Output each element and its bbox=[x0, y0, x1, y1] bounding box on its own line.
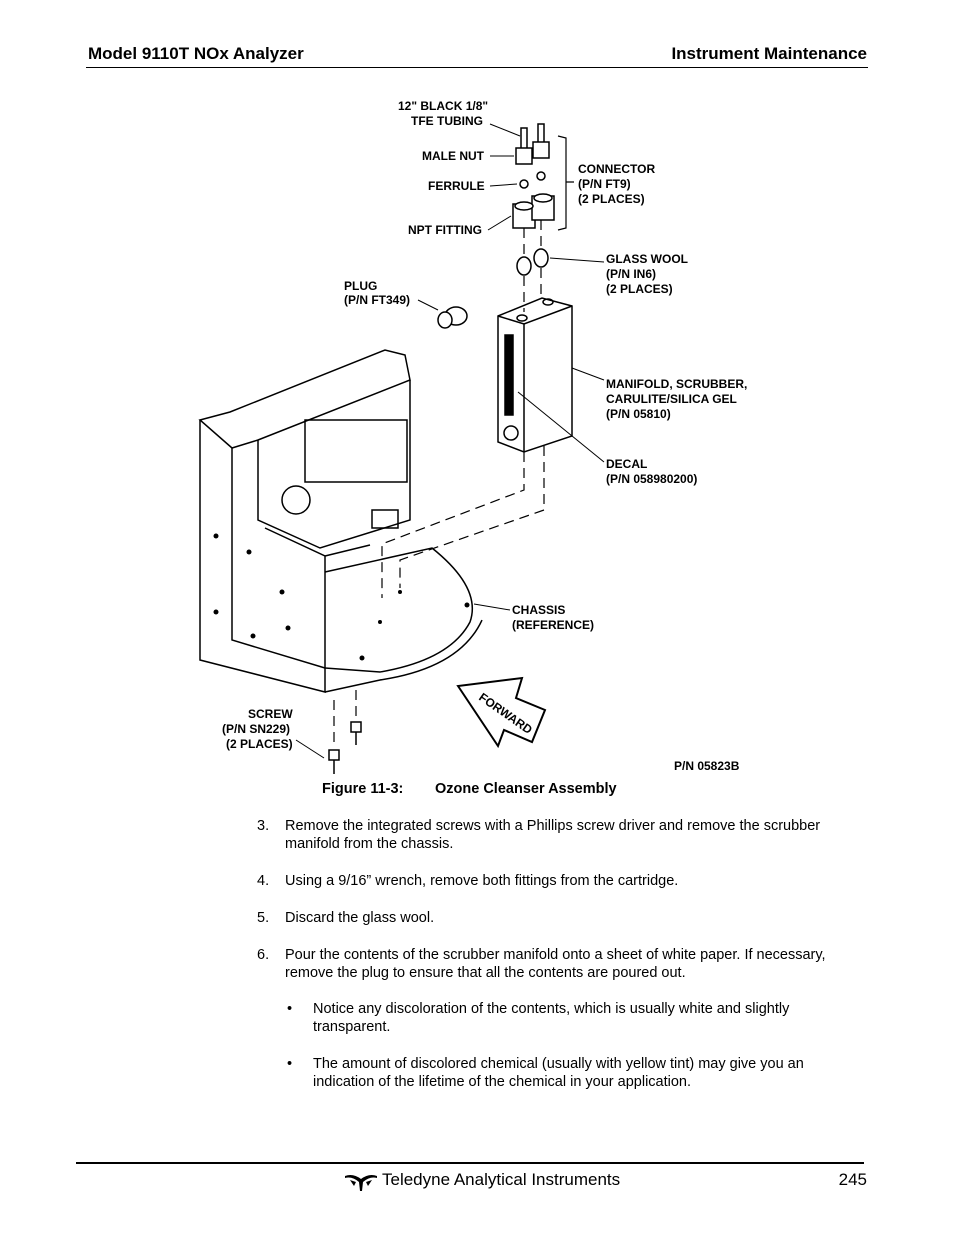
bullet-item: • Notice any discoloration of the conten… bbox=[285, 1000, 865, 1036]
assembly-dashed-lines bbox=[333, 220, 545, 748]
step-text: Using a 9/16” wrench, remove both fittin… bbox=[285, 873, 679, 889]
label-glass-wool-2: (P/N IN6) bbox=[606, 267, 656, 281]
figure-caption-title: Ozone Cleanser Assembly bbox=[435, 781, 617, 797]
bullet-list: • Notice any discoloration of the conten… bbox=[285, 1000, 865, 1110]
label-chassis-1: CHASSIS bbox=[512, 603, 565, 617]
glass-wool-drawing bbox=[516, 248, 549, 276]
label-tubing-2: TFE TUBING bbox=[411, 114, 483, 128]
connector-drawing bbox=[512, 123, 555, 229]
plug-drawing bbox=[437, 306, 468, 329]
figure-caption: Figure 11-3: Ozone Cleanser Assembly bbox=[322, 781, 617, 797]
label-male-nut: MALE NUT bbox=[422, 149, 485, 163]
label-screw-2: (P/N SN229) bbox=[222, 722, 290, 736]
screw-drawing bbox=[328, 721, 362, 774]
label-manifold-3: (P/N 05810) bbox=[606, 407, 671, 421]
procedure-steps: 3. Remove the integrated screws with a P… bbox=[257, 817, 867, 1001]
forward-arrow-icon: FORWARD bbox=[456, 676, 547, 749]
footer-brand: Teledyne Analytical Instruments bbox=[382, 1170, 621, 1189]
header-section-title: Instrument Maintenance bbox=[671, 44, 867, 63]
bullet-dot-icon: • bbox=[287, 1001, 293, 1017]
ozone-cleanser-diagram: FORWARD 12" BLACK 1/8" TFE TUBING MALE N… bbox=[198, 99, 747, 774]
bullet-item: • The amount of discolored chemical (usu… bbox=[285, 1055, 865, 1091]
step-item: 3. Remove the integrated screws with a P… bbox=[257, 817, 867, 853]
label-decal-2: (P/N 058980200) bbox=[606, 472, 697, 486]
step-number: 6. bbox=[257, 947, 270, 963]
label-screw-1: SCREW bbox=[248, 707, 293, 721]
step-text: Discard the glass wool. bbox=[285, 910, 435, 926]
bullet-text: The amount of discolored chemical (usual… bbox=[313, 1056, 804, 1090]
step-item: 4. Using a 9/16” wrench, remove both fit… bbox=[257, 872, 867, 890]
step-number: 5. bbox=[257, 910, 270, 926]
header-rule bbox=[86, 67, 868, 68]
step-number: 4. bbox=[257, 873, 270, 889]
label-ferrule: FERRULE bbox=[428, 179, 485, 193]
step-number: 3. bbox=[257, 818, 270, 834]
step-item: 6. Pour the contents of the scrubber man… bbox=[257, 946, 867, 982]
header-model-title: Model 9110T NOx Analyzer bbox=[88, 44, 304, 63]
page-number: 245 bbox=[838, 1170, 867, 1189]
label-chassis-2: (REFERENCE) bbox=[512, 618, 594, 632]
label-manifold-2: CARULITE/SILICA GEL bbox=[606, 392, 737, 406]
label-glass-wool-3: (2 PLACES) bbox=[606, 282, 673, 296]
connector-bracket bbox=[557, 135, 574, 231]
step-text: Pour the contents of the scrubber manifo… bbox=[285, 947, 826, 981]
footer-rule bbox=[76, 1162, 864, 1164]
label-plug-2: (P/N FT349) bbox=[344, 293, 410, 307]
label-decal-1: DECAL bbox=[606, 457, 647, 471]
label-plug-1: PLUG bbox=[344, 279, 377, 293]
bullet-dot-icon: • bbox=[287, 1056, 293, 1072]
teledyne-logo-icon bbox=[345, 1175, 377, 1191]
step-text: Remove the integrated screws with a Phil… bbox=[285, 818, 821, 852]
label-tubing-1: 12" BLACK 1/8" bbox=[398, 99, 488, 113]
step-item: 5. Discard the glass wool. bbox=[257, 909, 867, 927]
label-manifold-1: MANIFOLD, SCRUBBER, bbox=[606, 377, 747, 391]
label-connector-1: CONNECTOR bbox=[578, 162, 655, 176]
figure-caption-number: Figure 11-3: bbox=[322, 781, 404, 797]
chassis-drawing bbox=[198, 349, 483, 693]
label-glass-wool-1: GLASS WOOL bbox=[606, 252, 688, 266]
label-npt-fitting: NPT FITTING bbox=[408, 223, 482, 237]
label-connector-3: (2 PLACES) bbox=[578, 192, 645, 206]
label-part-number: P/N 05823B bbox=[674, 759, 740, 773]
bullet-text: Notice any discoloration of the contents… bbox=[313, 1001, 790, 1035]
label-screw-3: (2 PLACES) bbox=[226, 737, 293, 751]
scrubber-manifold-drawing bbox=[497, 297, 573, 453]
leader-lines bbox=[295, 123, 605, 759]
label-connector-2: (P/N FT9) bbox=[578, 177, 631, 191]
chassis-holes bbox=[213, 533, 470, 661]
